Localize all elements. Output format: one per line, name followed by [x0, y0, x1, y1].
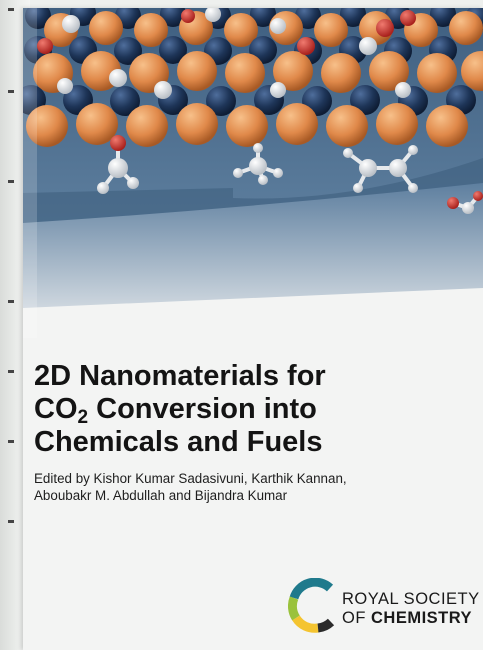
- title-co: CO: [34, 393, 78, 425]
- editors-line-2: Aboubakr M. Abdullah and Bijandra Kumar: [34, 488, 288, 503]
- background-mark: [8, 180, 14, 183]
- title-conversion-into: Conversion into: [88, 393, 317, 425]
- title-line-2: CO2 Conversion into: [34, 393, 474, 428]
- publisher-name-line-2: OF CHEMISTRY: [342, 609, 472, 628]
- title-line-1: 2D Nanomaterials for: [34, 360, 326, 392]
- background-mark: [8, 8, 14, 11]
- title-line-3: Chemicals and Fuels: [34, 426, 323, 458]
- cover-artwork: [23, 8, 483, 338]
- book-editors: Edited by Kishor Kumar Sadasivuni, Karth…: [34, 470, 464, 504]
- background-mark: [8, 440, 14, 443]
- publisher-chemistry: CHEMISTRY: [371, 609, 473, 627]
- background-mark: [8, 90, 14, 93]
- book-title: 2D Nanomaterials for CO2 Conversion into…: [34, 360, 474, 459]
- background-mark: [8, 520, 14, 523]
- background-mark: [8, 370, 14, 373]
- publisher-logo-block: ROYAL SOCIETY OF CHEMISTRY: [288, 578, 483, 638]
- publisher-of: OF: [342, 609, 371, 627]
- atom-lattice: [23, 8, 483, 147]
- background-mark: [8, 300, 14, 303]
- rsc-c-logo-icon: [288, 578, 335, 633]
- editors-line-1: Edited by Kishor Kumar Sadasivuni, Karth…: [34, 471, 347, 486]
- book-cover: 2D Nanomaterials for CO2 Conversion into…: [23, 8, 483, 650]
- publisher-name-line-1: ROYAL SOCIETY: [342, 590, 480, 608]
- title-subscript-2: 2: [77, 407, 89, 428]
